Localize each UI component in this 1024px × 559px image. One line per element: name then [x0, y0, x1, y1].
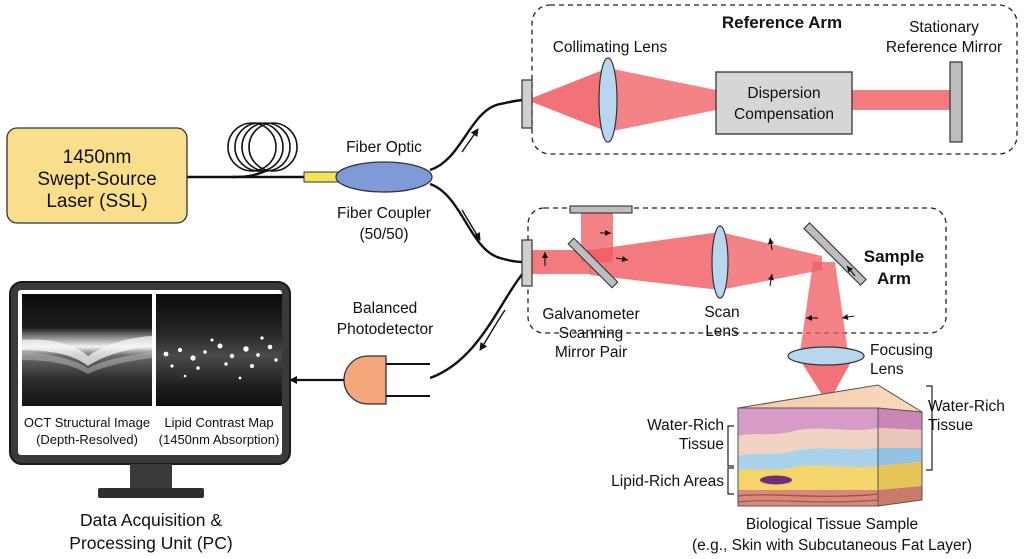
tissue-sample-block	[736, 384, 924, 507]
coupler-subtitle-2: (50/50)	[359, 226, 408, 243]
dispersion-label-1: Dispersion	[747, 85, 820, 102]
laser-box	[6, 127, 188, 224]
pc-label-2: Processing Unit (PC)	[69, 533, 232, 553]
reference-arm-title: Reference Arm	[722, 13, 842, 32]
water-rich-left-label-1: Water-Rich	[647, 417, 724, 434]
sample-beam	[529, 212, 852, 404]
tissue-caption-2: (e.g., Skin with Subcutaneous Fat Layer)	[692, 537, 972, 554]
laser-label-1: 1450nm	[63, 147, 132, 168]
galvo-label-1: Galvanometer	[542, 306, 639, 323]
water-rich-right-label-1: Water-Rich	[928, 398, 1005, 415]
collimating-lens-label: Collimating Lens	[553, 39, 668, 56]
galvo-top-mirror	[569, 205, 633, 214]
coupler-title: Fiber Optic	[346, 139, 422, 156]
sample-arm-title-1: Sample	[864, 247, 924, 266]
sample-beam-direction-arrows	[542, 230, 856, 321]
lipid-caption-1: Lipid Contrast Map	[164, 415, 273, 430]
reference-arm-box	[531, 4, 1018, 155]
oct-caption-2: (Depth-Resolved)	[36, 432, 138, 447]
sample-arm-title-2: Arm	[877, 269, 911, 288]
pc-label-1: Data Acquisition &	[80, 510, 222, 530]
monitor-neck	[130, 464, 172, 488]
focusing-lens-label-1: Focusing	[870, 342, 933, 359]
focusing-lens	[787, 346, 865, 366]
reference-beam	[527, 68, 950, 132]
focusing-lens-label-2: Lens	[870, 361, 904, 378]
lipid-rich-label: Lipid-Rich Areas	[611, 473, 724, 490]
tissue-brackets	[727, 385, 933, 495]
fiber-direction-arrows	[461, 128, 506, 351]
lipid-caption-2: (1450nm Absorption)	[159, 432, 280, 447]
galvo-mirror	[567, 237, 619, 289]
fiber-lines	[187, 98, 525, 380]
galvo-label-3: Mirror Pair	[555, 344, 627, 361]
water-rich-left-label-2: Tissue	[679, 436, 724, 453]
coupler-subtitle-1: Fiber Coupler	[337, 205, 431, 222]
reference-mirror-label-2: Reference Mirror	[886, 39, 1002, 56]
reference-fiber-collimator	[521, 79, 533, 129]
fiber-loop	[227, 122, 298, 172]
balanced-photodetector	[343, 355, 387, 405]
dispersion-label-2: Compensation	[734, 106, 834, 123]
photodetector-leads	[386, 363, 430, 397]
lipid-contrast-map	[156, 294, 282, 406]
dispersion-compensation-box	[715, 71, 853, 135]
fiber-coupler	[335, 161, 433, 193]
scan-lens-label-1: Scan	[704, 304, 739, 321]
oct-caption-1: OCT Structural Image	[24, 415, 150, 430]
scan-lens	[711, 225, 729, 299]
fiber-connector	[303, 171, 339, 183]
monitor-base	[98, 488, 204, 498]
photodetector-label-1: Balanced	[353, 300, 418, 317]
laser-label-2: Swept-Source	[37, 169, 156, 190]
photodetector-label-2: Photodetector	[337, 321, 434, 338]
tissue-caption-1: Biological Tissue Sample	[746, 516, 918, 533]
oct-structural-image	[22, 294, 152, 406]
laser-label-3: Laser (SSL)	[46, 191, 147, 212]
collimating-lens	[598, 57, 618, 143]
sample-fiber-collimator	[521, 239, 533, 287]
scan-lens-label-2: Lens	[705, 323, 739, 340]
sample-arm-box	[527, 207, 947, 334]
galvo-label-2: Scanning	[559, 325, 624, 342]
reference-mirror	[949, 61, 963, 143]
water-rich-right-label-2: Tissue	[928, 417, 973, 434]
reference-mirror-label-1: Stationary	[909, 19, 979, 36]
